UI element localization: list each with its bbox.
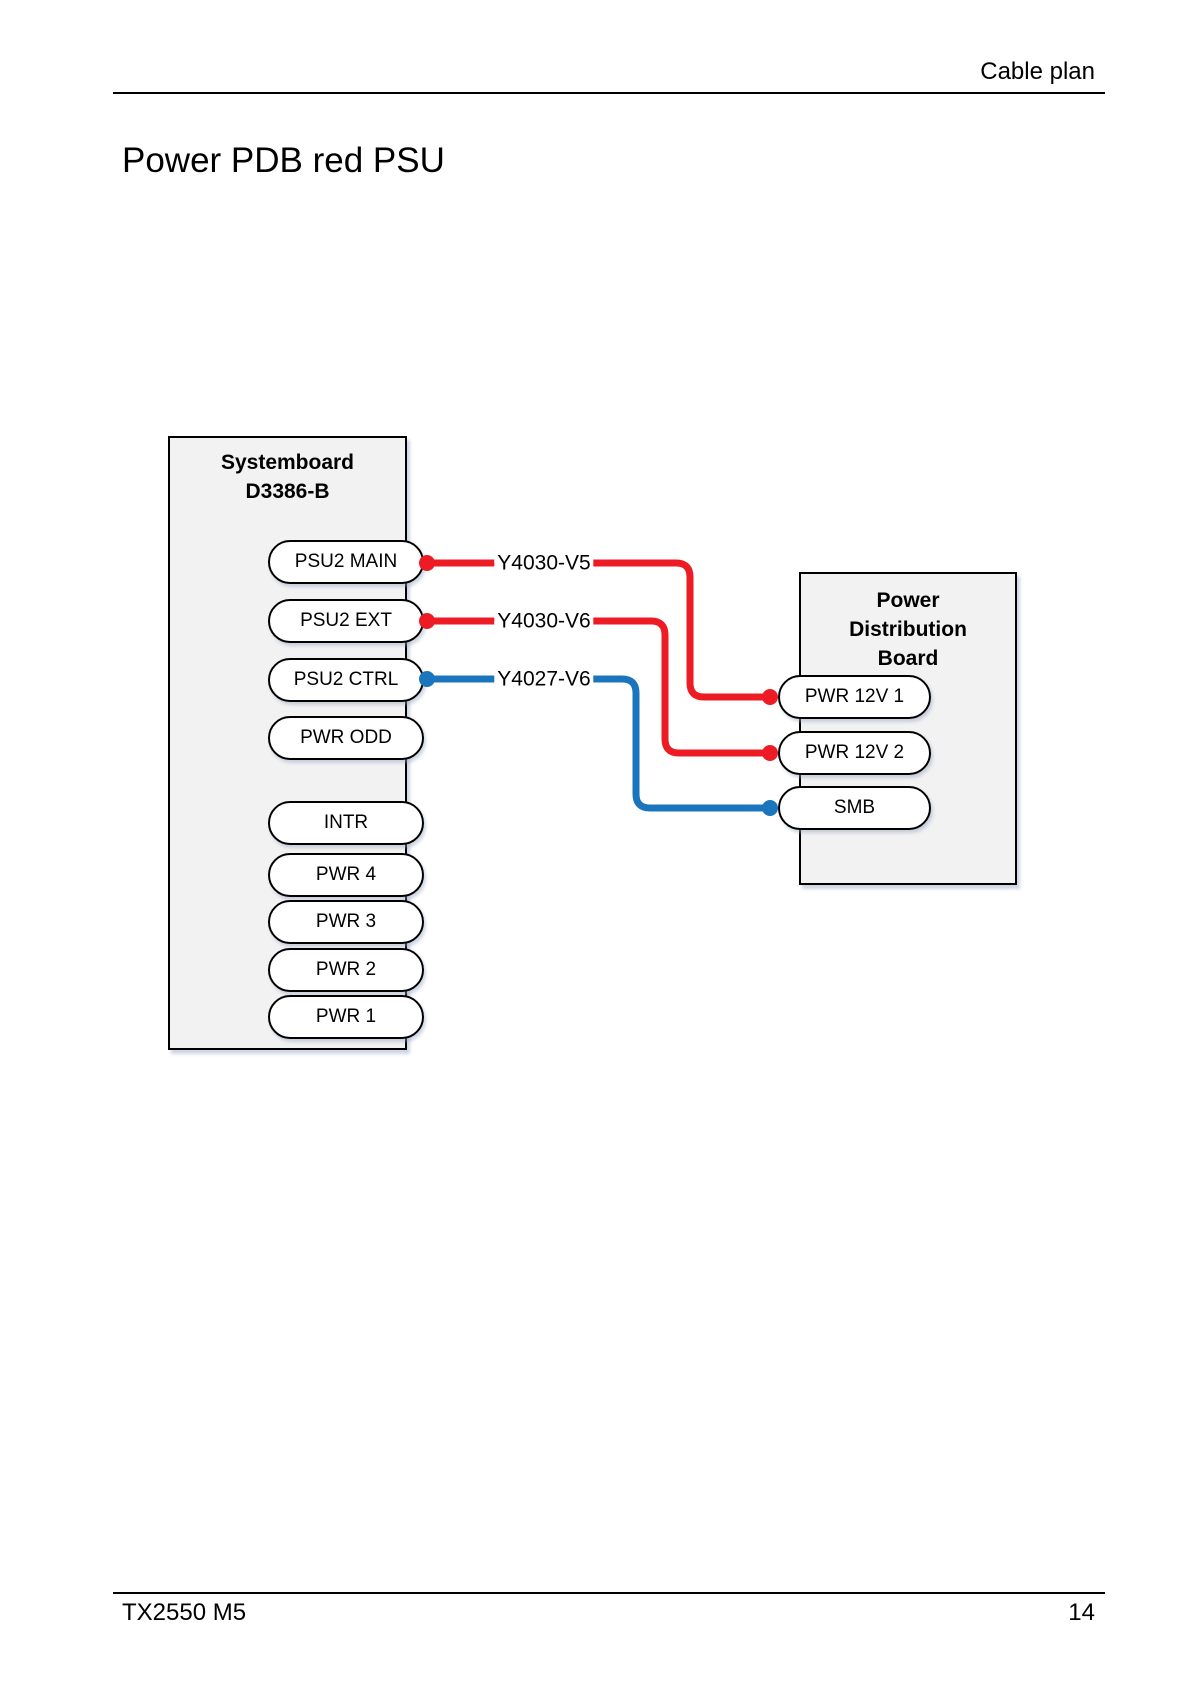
cable-y4030-v6-line: [423, 617, 774, 757]
connector-psu2-ext: PSU2 EXT: [268, 599, 424, 643]
connector-pwr-odd: PWR ODD: [268, 716, 424, 760]
connector-smb: SMB: [778, 786, 931, 830]
pdb-title: Power Distribution Board: [801, 574, 1015, 673]
connector-pwr-3: PWR 3: [268, 900, 424, 944]
footer-rule: [113, 1592, 1105, 1594]
cable-label-y4030-v6: Y4030-V6: [494, 608, 594, 634]
header-section-label: Cable plan: [980, 58, 1095, 85]
cable-y4030-v5-line: [423, 559, 774, 701]
connector-pwr-2: PWR 2: [268, 948, 424, 992]
page-title: Power PDB red PSU: [122, 141, 445, 180]
cable-y4027-v6-line: [423, 675, 774, 812]
pdb-title-line3: Board: [877, 647, 939, 670]
connector-psu2-main: PSU2 MAIN: [268, 540, 424, 584]
systemboard-title-line2: D3386-B: [245, 480, 330, 503]
connector-pwr-12v-2: PWR 12V 2: [778, 731, 931, 775]
connector-pwr-4: PWR 4: [268, 853, 424, 897]
header-rule: [113, 92, 1105, 94]
pdb-box: Power Distribution Board: [799, 572, 1017, 885]
cable-y4030-v6-dot-end: [762, 745, 778, 761]
systemboard-title: Systemboard D3386-B: [170, 438, 405, 506]
connector-pwr-1: PWR 1: [268, 995, 424, 1039]
cable-y4027-v6-dot-end: [762, 800, 778, 816]
connector-pwr-12v-1: PWR 12V 1: [778, 675, 931, 719]
cable-y4030-v5-dot-end: [762, 689, 778, 705]
pdb-title-line1: Power: [876, 589, 940, 612]
footer-model: TX2550 M5: [122, 1599, 247, 1626]
pdb-title-line2: Distribution: [849, 618, 967, 641]
systemboard-title-line1: Systemboard: [220, 451, 355, 474]
footer-page-number: 14: [1068, 1599, 1095, 1626]
cable-label-y4030-v5: Y4030-V5: [494, 550, 594, 576]
cable-label-y4027-v6: Y4027-V6: [494, 666, 594, 692]
connector-intr: INTR: [268, 801, 424, 845]
connector-psu2-ctrl: PSU2 CTRL: [268, 658, 424, 702]
